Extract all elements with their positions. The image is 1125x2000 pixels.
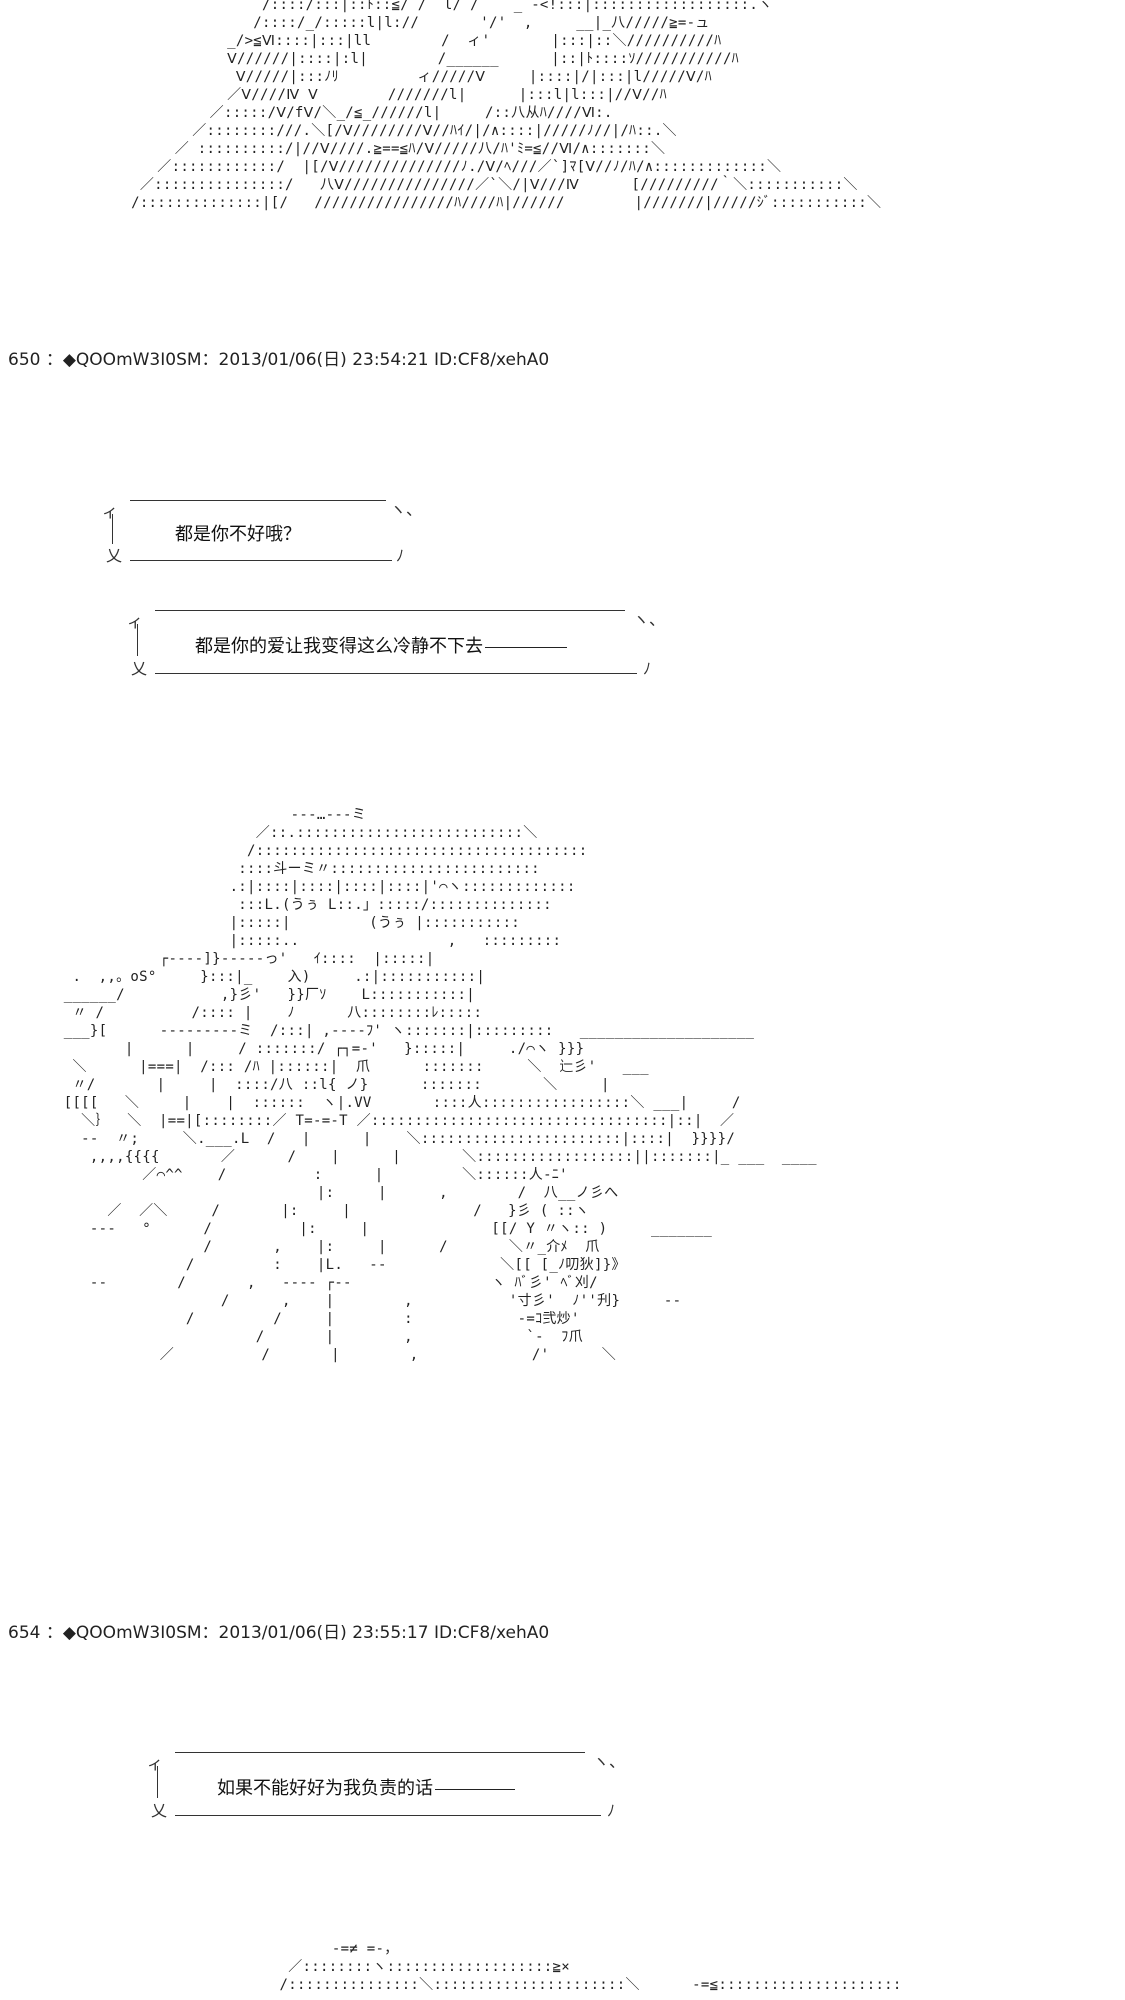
bubble-corner-top-left: ィ [102, 502, 119, 521]
ascii-art-bottom: -=≠ =-， ／::::::::ヽ:::::::::::::::::::≧× … [279, 1941, 902, 1993]
bubble-text-2-content: 都是你的爱让我变得这么冷静不下去 [195, 636, 483, 657]
bubble-text-1: 都是你不好哦？ [175, 524, 301, 545]
bubble-left-bar [112, 514, 113, 544]
bubble-bottom-line [175, 1815, 601, 1816]
bubble-corner-bottom-right: ﾉ [607, 1801, 616, 1820]
bubble-text-2: 都是你的爱让我变得这么冷静不下去 [195, 632, 567, 658]
bubble-left-bar [137, 624, 138, 656]
post-header-654: 654 ：◆QOOmW3I0SM：2013/01/06(日) 23:55:17 … [8, 1623, 550, 1643]
bubble-corner-bottom-left: 乂 [151, 1801, 168, 1820]
bubble-corner-bottom-left: 乂 [106, 546, 123, 565]
bubble-left-bar [157, 1766, 158, 1798]
bubble-corner-top-right: ヽ、 [633, 610, 666, 629]
bubble-top-line [130, 500, 386, 501]
bubble-corner-top-left: ィ [127, 612, 144, 631]
speech-bubble-3: ィ ヽ、 如果不能好好为我负责的话 乂 ﾉ [145, 1752, 625, 1820]
bubble-top-line [155, 610, 625, 611]
bubble-text-3: 如果不能好好为我负责的话 [217, 1774, 515, 1800]
bubble-corner-top-right: ヽ、 [390, 500, 423, 519]
bubble-corner-bottom-right: ﾉ [396, 546, 405, 565]
bubble-text-3-dash [435, 1788, 515, 1790]
bubble-bottom-line [130, 560, 392, 561]
speech-bubble-1: ィ ヽ、 都是你不好哦？ 乂 ﾉ [100, 500, 422, 565]
ascii-art-character: --‐…‐--ミ ／::.::::::::::::::::::::::::::＼… [63, 807, 817, 1363]
bubble-text-3-content: 如果不能好好为我负责的话 [217, 1778, 433, 1799]
bubble-top-line [175, 1752, 585, 1753]
bubble-corner-bottom-left: 乂 [131, 659, 148, 678]
ascii-art-top: /::::/:::|::ﾄ::≦/ / l/ / _ -<!:::|::::::… [131, 0, 882, 211]
bubble-corner-top-right: ヽ、 [593, 1752, 626, 1771]
bubble-text-2-dash [485, 646, 567, 648]
speech-bubble-2: ィ ヽ、 都是你的爱让我变得这么冷静不下去 乂 ﾉ [125, 610, 665, 678]
post-header-650: 650 ：◆QOOmW3I0SM：2013/01/06(日) 23:54:21 … [8, 350, 550, 370]
bubble-corner-top-left: ィ [147, 1754, 164, 1773]
bubble-corner-bottom-right: ﾉ [643, 659, 652, 678]
bubble-bottom-line [155, 673, 637, 674]
